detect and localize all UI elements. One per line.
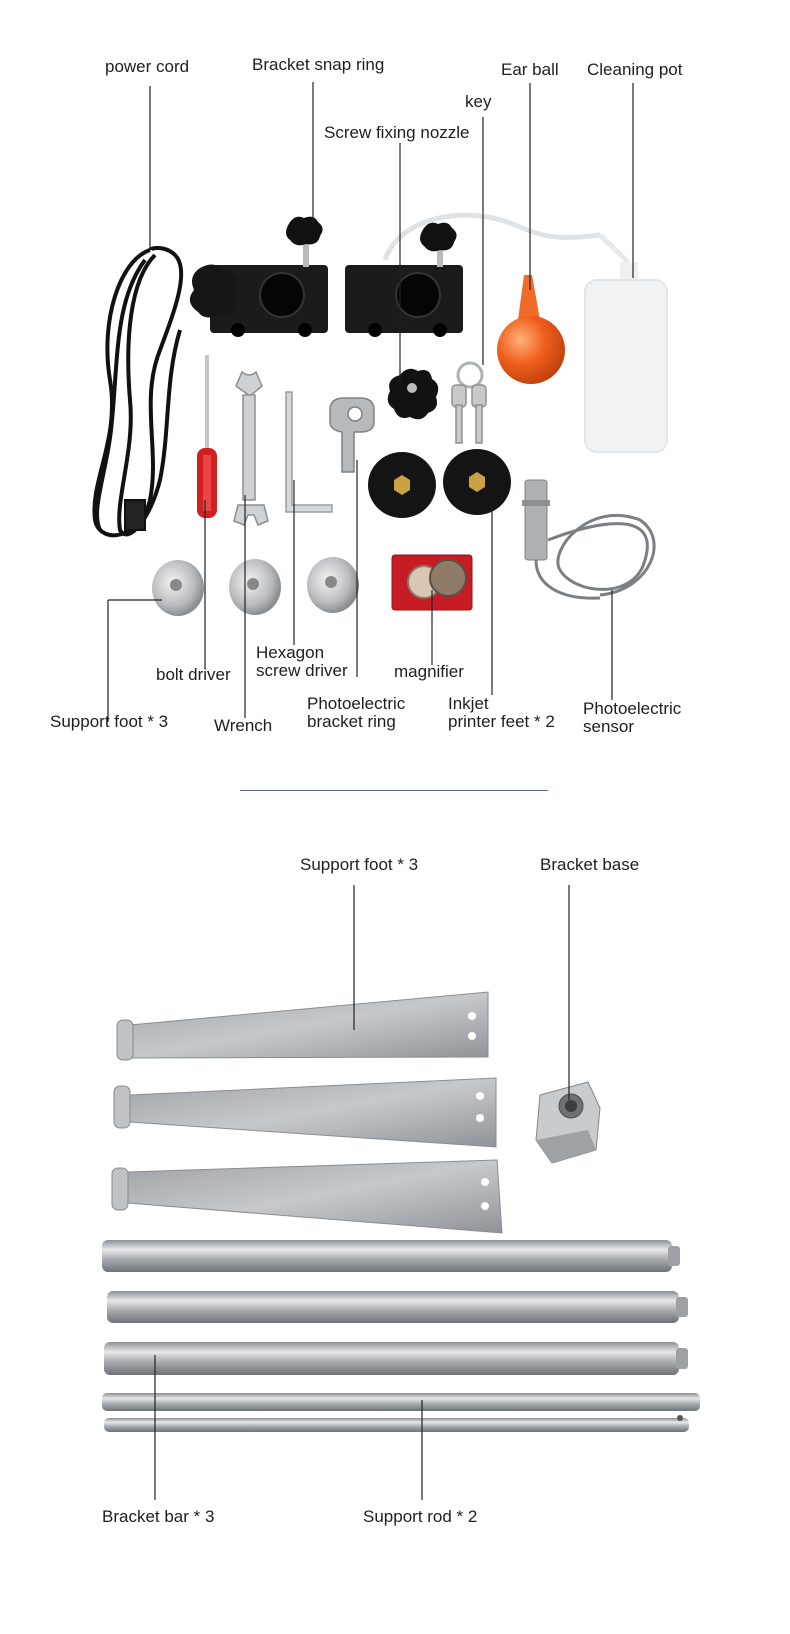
label-power-cord: power cord	[105, 57, 190, 76]
photoelectric-bracket-ring-image	[329, 397, 375, 473]
screw-fixing-nozzle-image	[387, 368, 439, 420]
label-magnifier: magnifier	[394, 662, 464, 681]
label-hexagon-screw-driver: Hexagon screw driver	[256, 644, 348, 680]
support-foot-discs-image	[152, 557, 359, 616]
label-photo-sensor-line1: Photoelectric	[583, 699, 682, 718]
label-photoelectric-sensor: Photoelectric sensor	[583, 700, 681, 736]
section-divider	[240, 790, 548, 791]
bolt-driver-image	[197, 355, 217, 518]
label-hexagon-line2: screw driver	[256, 661, 348, 680]
label-cleaning-pot: Cleaning pot	[587, 60, 683, 79]
leader-lines-top	[107, 82, 634, 722]
bracket-base-image	[535, 1081, 601, 1164]
key-image	[451, 361, 487, 444]
label-support-foot-bottom: Support foot * 3	[300, 855, 419, 874]
label-photoelectric-bracket-ring: Photoelectric bracket ring	[307, 695, 405, 731]
label-wrench: Wrench	[214, 716, 273, 735]
power-cord-image	[92, 246, 184, 538]
ear-ball-image	[497, 275, 565, 384]
label-bracket-snap-ring: Bracket snap ring	[252, 55, 385, 74]
label-hexagon-line1: Hexagon	[256, 643, 325, 662]
label-screw-fixing-nozzle: Screw fixing nozzle	[324, 123, 470, 142]
label-inkjet-line1: Inkjet	[448, 694, 489, 713]
photoelectric-sensor-image	[522, 479, 656, 600]
tube-image	[382, 212, 601, 261]
bracket-bars-image	[102, 1240, 688, 1375]
wrench-image	[233, 370, 269, 526]
label-bolt-driver: bolt driver	[156, 665, 231, 684]
label-inkjet-line2: printer feet * 2	[448, 712, 555, 731]
label-inkjet-printer-feet: Inkjet printer feet * 2	[448, 695, 555, 731]
hexagon-screw-driver-image	[285, 391, 333, 513]
label-support-rod: Support rod * 2	[363, 1507, 478, 1526]
inkjet-printer-feet-image	[368, 449, 511, 518]
label-bracket-base: Bracket base	[540, 855, 640, 874]
leader-lines-bottom	[154, 885, 570, 1500]
label-bracket-bar: Bracket bar * 3	[102, 1507, 215, 1526]
label-ear-ball: Ear ball	[501, 60, 559, 79]
label-photo-ring-line1: Photoelectric	[307, 694, 406, 713]
support-rods-image	[102, 1393, 700, 1432]
label-key: key	[465, 92, 492, 111]
support-foot-plates-image	[111, 991, 503, 1234]
label-photo-ring-line2: bracket ring	[307, 712, 396, 731]
label-support-foot-top: Support foot * 3	[50, 712, 169, 731]
cleaning-pot-image	[584, 233, 668, 453]
label-photo-sensor-line2: sensor	[583, 717, 635, 736]
bracket-snap-ring-image	[189, 216, 463, 337]
